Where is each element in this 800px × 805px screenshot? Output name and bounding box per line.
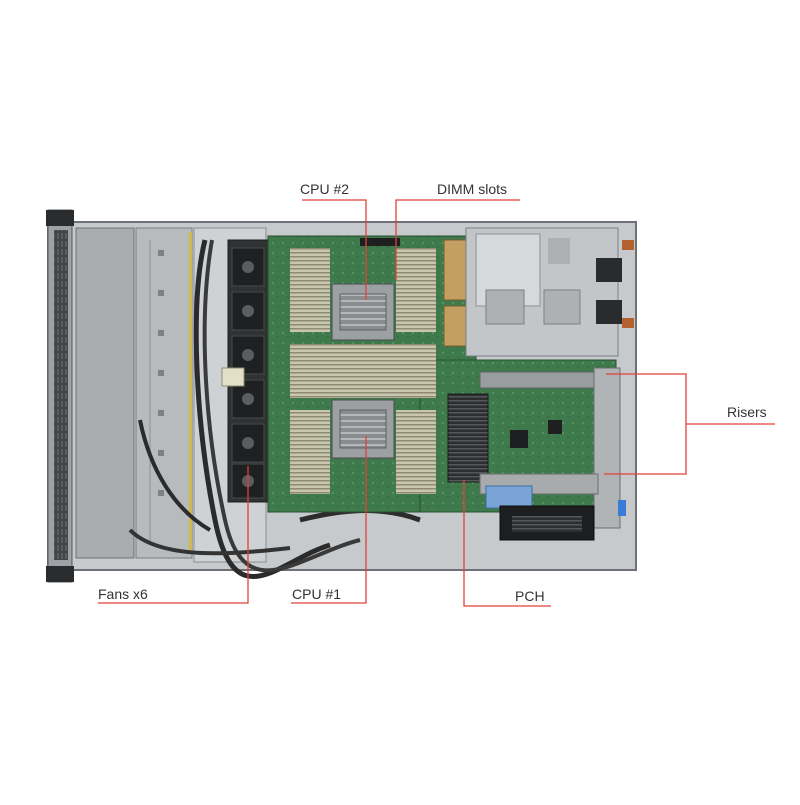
- leader-line-dimm: [395, 199, 520, 280]
- leader-line-fans: [98, 466, 249, 604]
- callout-lines: [98, 199, 775, 607]
- callout-label-fans: Fans x6: [98, 586, 148, 602]
- callout-label-dimm: DIMM slots: [437, 181, 507, 197]
- callout-label-pch: PCH: [515, 588, 545, 604]
- callout-label-cpu2: CPU #2: [300, 181, 350, 197]
- callout-label-cpu1: CPU #1: [292, 586, 342, 602]
- callout-label-risers: Risers: [727, 404, 767, 420]
- rear-area: [465, 227, 634, 541]
- leader-line-pch: [463, 480, 551, 607]
- leader-line-cpu2: [302, 199, 367, 300]
- leader-line-cpu1: [291, 436, 367, 604]
